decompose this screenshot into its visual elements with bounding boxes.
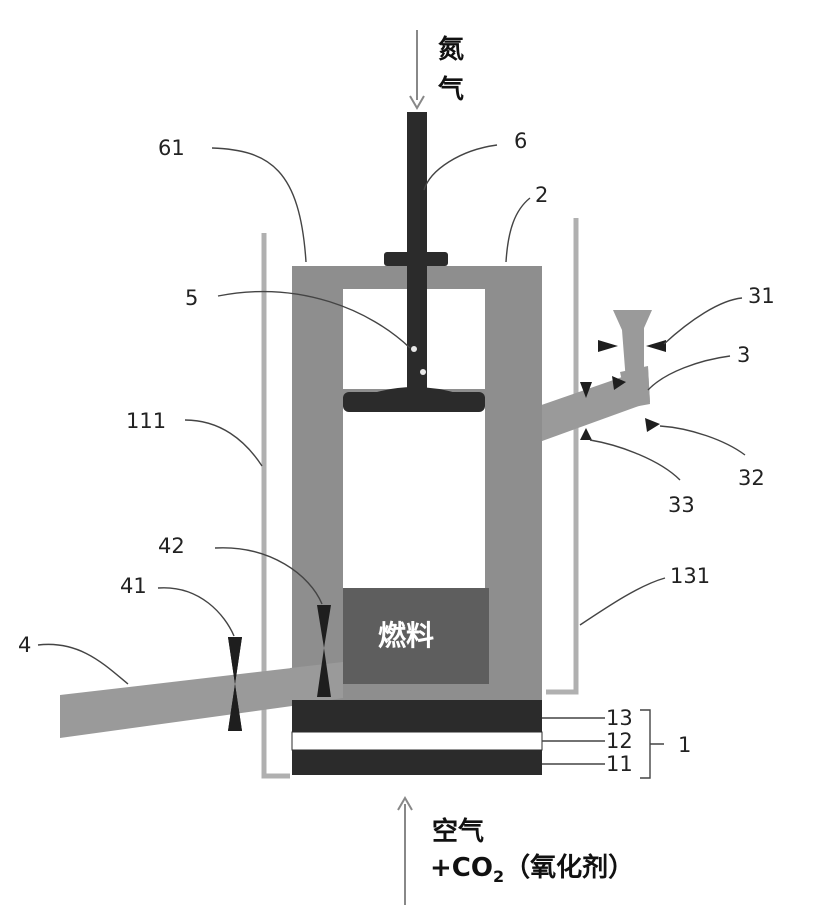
label-6: 6: [514, 129, 527, 153]
middle-chamber: [343, 404, 485, 588]
label-131: 131: [670, 564, 710, 588]
rod-hole-lower: [420, 369, 426, 375]
co2-label: +CO2（氧化剂）: [430, 853, 634, 886]
label-2: 2: [535, 183, 548, 207]
nitrogen-label-line1: 氮: [438, 35, 464, 65]
leader-61: [212, 148, 306, 262]
leader-41: [158, 588, 234, 636]
label-3: 3: [737, 343, 750, 367]
layer-11: [292, 750, 542, 775]
label-13: 13: [606, 706, 633, 730]
label-32: 32: [738, 466, 765, 490]
valve-31-left: [598, 340, 618, 352]
leader-6: [424, 145, 497, 190]
label-4: 4: [18, 633, 31, 657]
leader-111: [185, 420, 262, 466]
leader-33: [590, 440, 680, 480]
leader-32: [660, 426, 745, 455]
fuel-label: 燃料: [378, 619, 434, 652]
layer-12: [292, 732, 542, 750]
label-11: 11: [606, 752, 633, 776]
leader-2: [506, 198, 530, 262]
leader-31: [664, 298, 742, 344]
inlet-pipe-4: [60, 668, 292, 738]
valve-31-right: [646, 340, 666, 352]
label-111: 111: [126, 409, 166, 433]
label-5: 5: [185, 286, 198, 310]
flange-61: [384, 252, 448, 266]
leader-3: [648, 356, 730, 390]
leader-4: [38, 644, 128, 684]
air-label: 空气: [432, 816, 484, 847]
nitrogen-label-line2: 气: [437, 74, 464, 105]
layer-13: [292, 700, 542, 732]
label-41: 41: [120, 574, 147, 598]
piston-plate-5: [343, 392, 485, 412]
label-33: 33: [668, 493, 695, 517]
co2-subscript: 2: [493, 867, 504, 886]
co2-prefix: +CO: [430, 853, 493, 883]
valve-32: [645, 418, 660, 432]
label-12: 12: [606, 729, 633, 753]
valve-33: [580, 428, 592, 440]
leader-131: [580, 578, 665, 625]
label-61: 61: [158, 136, 185, 160]
label-31: 31: [748, 284, 775, 308]
bracket-1: [640, 710, 664, 778]
label-42: 42: [158, 534, 185, 558]
rod-hole-upper: [411, 346, 417, 352]
oxidant-label: （氧化剂）: [504, 853, 634, 883]
label-1: 1: [678, 733, 691, 757]
